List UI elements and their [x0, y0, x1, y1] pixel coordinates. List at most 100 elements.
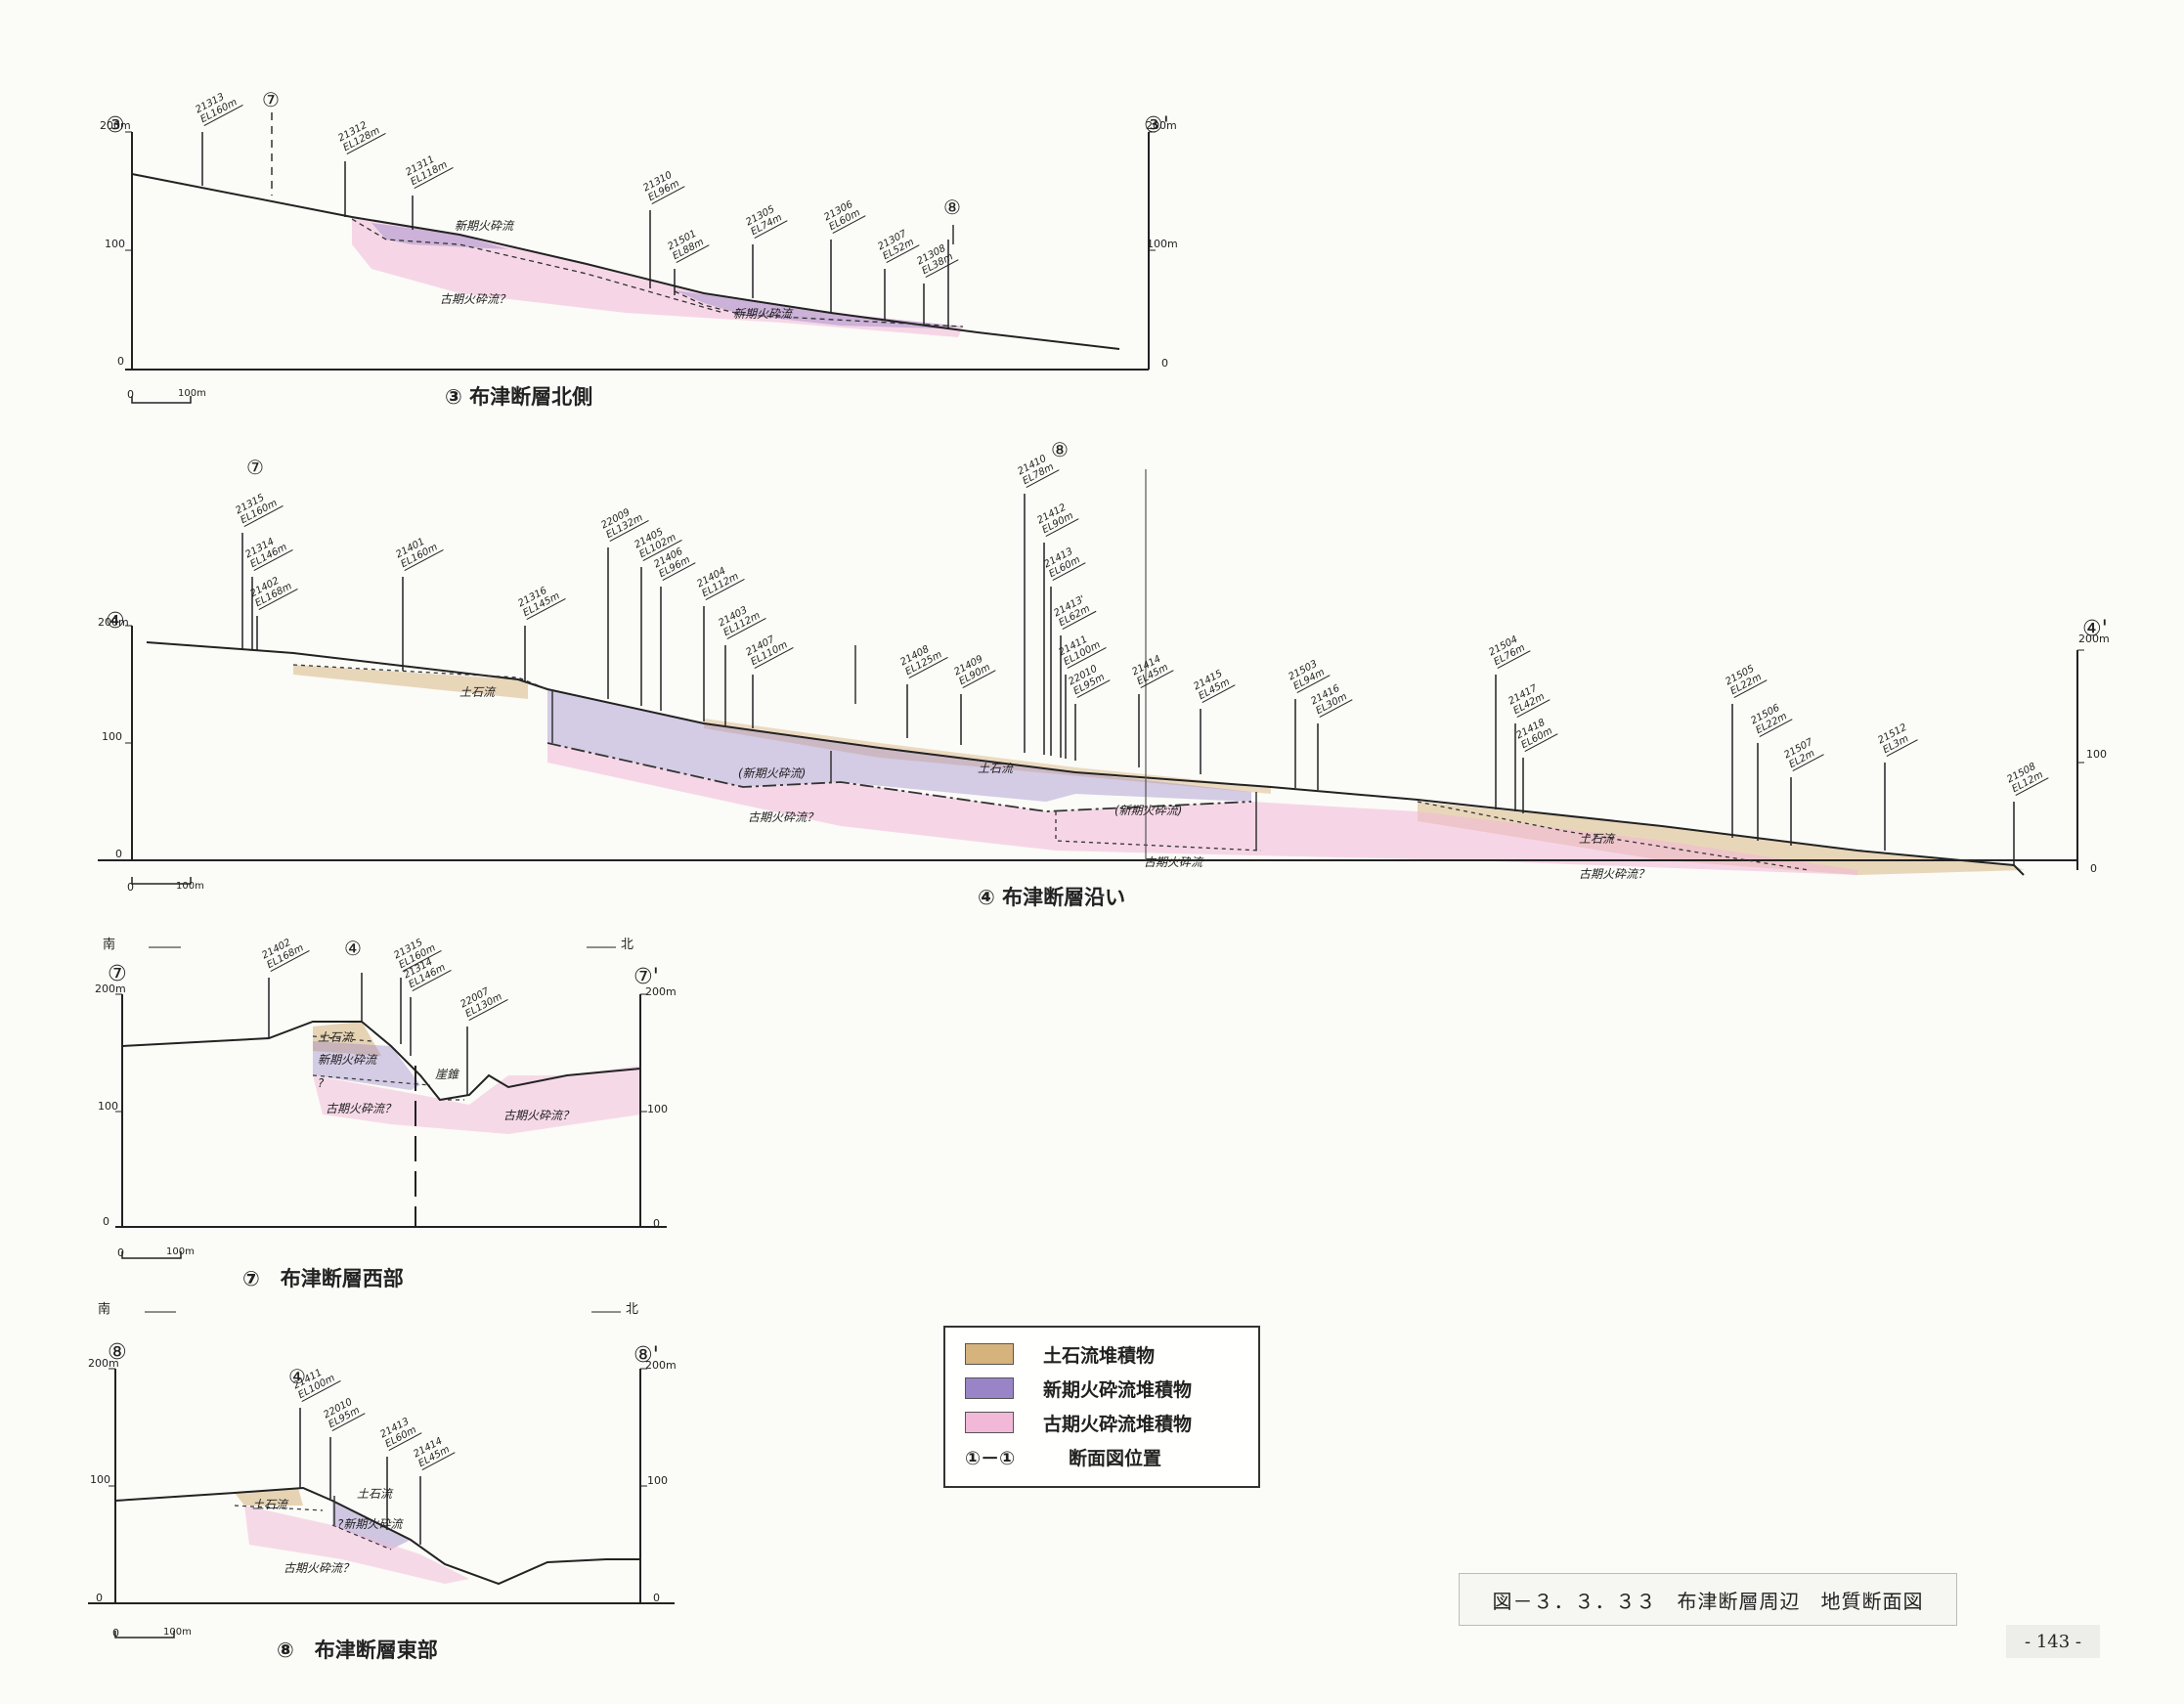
section-end-mark-right: ④' [2082, 617, 2108, 641]
legend-label: 新期火砕流堆積物 [1043, 1378, 1193, 1401]
ground-surface-4 [146, 641, 2025, 876]
caption-section-3: ③ 布津断層北側 [445, 385, 593, 409]
section-end-mark-left: ④ [106, 609, 125, 634]
layer-label: 古期火砕流？ [284, 1561, 355, 1575]
legend-label: 土石流堆積物 [1043, 1344, 1156, 1367]
y-tick-label: 0 [117, 355, 124, 368]
scale-bar-label: 100m [163, 1627, 192, 1638]
y-tick-label: 100 [98, 1100, 118, 1113]
caption-section-4: ④ 布津断層沿い [978, 886, 1126, 909]
legend-item-new-pyroclastic: 新期火砕流堆積物 [965, 1376, 1192, 1401]
layer-label: 土石流 [459, 685, 496, 699]
direction-south: 南 [103, 938, 116, 952]
scale-zero-label: 0 [117, 1246, 124, 1259]
page-number: - 143 - [2006, 1625, 2100, 1658]
cross-section-mark: ④ [344, 937, 362, 960]
y-tick-label-right: 200m [645, 985, 677, 998]
layer-label: 崖錐 [435, 1068, 459, 1081]
y-tick-label: 200m [95, 983, 126, 995]
y-tick-label-right: 0 [1161, 357, 1168, 370]
cross-section-mark: ⑧ [943, 196, 961, 219]
scale-zero-label: 0 [112, 1627, 119, 1639]
layer-label: 古期火砕流？ [1579, 867, 1650, 881]
scale-bar-label: 100m [178, 388, 206, 399]
layer-label: ?新期火砕流 [337, 1517, 403, 1531]
legend-label: 古期火砕流堆積物 [1043, 1413, 1193, 1435]
y-tick-label: 200m [100, 119, 131, 132]
y-tick-label-right: 100m [1147, 238, 1178, 250]
scale-bar-label: 100m [166, 1246, 195, 1257]
layer-label: (新期火砕流) [738, 766, 807, 780]
y-tick-label-right: 0 [2090, 862, 2097, 875]
direction-south: 南 [98, 1302, 111, 1317]
debris-fill-4a [293, 665, 528, 699]
section-end-mark-left: ⑧ [108, 1340, 127, 1365]
y-tick-label-right: 200m [2078, 633, 2110, 645]
new-pyroclastic-fill [371, 223, 963, 328]
layer-label: 土石流 [1579, 832, 1615, 846]
section-end-mark-left: ⑦ [108, 962, 127, 986]
layer-label: 古期火砕流？ [440, 292, 511, 306]
caption-section-7: ⑦ 布津断層西部 [242, 1267, 404, 1290]
scale-bar-label: 100m [176, 881, 204, 892]
section-end-mark-right: ⑧' [633, 1343, 659, 1368]
scale-zero-label: 0 [127, 388, 134, 401]
section-end-mark-right: ③' [1144, 113, 1169, 138]
legend-item-section-position: ①－① 断面図位置 [965, 1444, 1161, 1469]
layer-label: 古期火砕流？ [748, 810, 819, 824]
layer-label: 古期火砕流？ [503, 1109, 575, 1122]
old-pyroclastic-fill-4 [547, 743, 1857, 875]
direction-north: 北 [626, 1302, 639, 1317]
y-tick-label-right: 100 [647, 1103, 668, 1115]
legend-item-debris: 土石流堆積物 [965, 1341, 1155, 1367]
y-tick-label: 0 [115, 848, 122, 860]
scale-zero-label: 0 [127, 881, 134, 894]
layer-label: 土石流 [978, 762, 1014, 775]
cross-section-mark: ④ [288, 1365, 306, 1388]
figure-title: 図－３．３．３３ 布津断層周辺 地質断面図 [1459, 1573, 1957, 1626]
y-tick-label-right: 200m [1146, 119, 1177, 132]
cross-section-mark: ⑦ [246, 456, 264, 479]
y-tick-label: 0 [96, 1592, 103, 1604]
y-tick-label: 100 [102, 730, 122, 743]
cross-section-mark: ⑧ [1051, 438, 1069, 461]
debris-fill-4b [704, 719, 1271, 794]
layer-label: ? [318, 1076, 325, 1090]
y-tick-label: 100 [90, 1473, 110, 1486]
legend-swatch-new-pyroclastic [965, 1377, 1014, 1399]
y-tick-label-right: 0 [653, 1217, 660, 1230]
legend-box: 土石流堆積物 新期火砕流堆積物 古期火砕流堆積物 ①－① 断面図位置 [943, 1326, 1260, 1488]
y-tick-label-right: 100 [2086, 748, 2107, 761]
layer-label: 古期火砕流 [1144, 855, 1203, 869]
section-7 [115, 946, 667, 1259]
y-tick-label: 0 [103, 1215, 109, 1228]
section-8 [88, 1311, 675, 1638]
y-tick-label-right: 100 [647, 1474, 668, 1487]
layer-label: 土石流 [252, 1498, 288, 1511]
old-pyroclastic-fill [352, 217, 963, 337]
layer-label: 新期火砕流 [318, 1053, 377, 1067]
new-pyroclastic-fill-4 [547, 689, 1251, 802]
layer-label: (新期火砕流) [1114, 804, 1183, 817]
section-3 [125, 112, 1156, 404]
legend-swatch-debris [965, 1343, 1014, 1365]
layer-label: 土石流 [318, 1030, 354, 1044]
y-tick-label: 200m [88, 1357, 119, 1370]
section-end-mark-right: ⑦' [633, 965, 659, 989]
section-4 [98, 469, 2084, 885]
caption-section-8: ⑧ 布津断層東部 [277, 1638, 438, 1662]
legend-item-old-pyroclastic: 古期火砕流堆積物 [965, 1410, 1192, 1435]
legend-section-symbol: ①－① [965, 1447, 1016, 1469]
layer-label: 新期火砕流 [455, 219, 514, 233]
section-end-mark-left: ③ [106, 113, 125, 138]
legend-label: 断面図位置 [1069, 1447, 1162, 1469]
debris-fill-4c [1418, 802, 2024, 875]
y-tick-label-right: 0 [653, 1592, 660, 1604]
layer-label: 古期火砕流？ [326, 1102, 397, 1115]
cross-section-mark: ⑦ [262, 88, 280, 111]
ground-surface-3 [131, 173, 1120, 350]
y-tick-label-right: 200m [645, 1359, 677, 1372]
legend-swatch-old-pyroclastic [965, 1412, 1014, 1433]
layer-label: 新期火砕流 [733, 307, 793, 321]
